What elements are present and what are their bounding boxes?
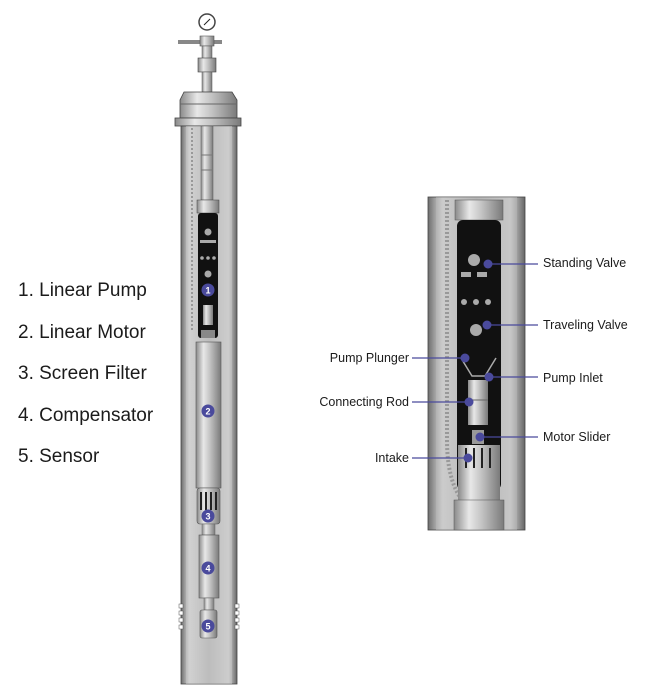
component-legend: 1. Linear Pump 2. Linear Motor 3. Screen… — [18, 277, 153, 485]
marker-3: 3 — [201, 509, 215, 523]
svg-text:3: 3 — [205, 512, 210, 522]
component-markers: 1 2 3 4 5 — [201, 283, 215, 633]
label-pump-plunger: Pump Plunger — [329, 351, 409, 365]
tubing-string — [200, 125, 214, 201]
label-standing-valve: Standing Valve — [543, 256, 627, 270]
label-traveling-valve: Traveling Valve — [543, 318, 628, 332]
svg-text:5: 5 — [205, 622, 210, 632]
legend-item-linear-motor: 2. Linear Motor — [18, 321, 146, 343]
label-connecting-rod: Connecting Rod — [319, 395, 409, 409]
svg-text:4: 4 — [205, 564, 210, 574]
marker-1: 1 — [201, 283, 215, 297]
marker-5: 5 — [201, 619, 215, 633]
label-motor-slider: Motor Slider — [543, 430, 611, 444]
wellhead — [174, 91, 242, 127]
full-assembly: 1 2 3 4 5 — [174, 13, 242, 685]
label-pump-inlet: Pump Inlet — [543, 371, 603, 385]
traveling-valve-marker — [482, 320, 492, 330]
linear-pump — [196, 199, 220, 338]
legend-item-linear-pump: 1. Linear Pump — [18, 280, 147, 301]
svg-text:2: 2 — [205, 407, 210, 417]
marker-4: 4 — [201, 561, 215, 575]
pump-plunger-marker — [460, 353, 470, 363]
legend-item-compensator: 4. Compensator — [18, 404, 154, 426]
standing-valve-marker — [483, 259, 493, 269]
connecting-rod-marker — [464, 397, 474, 407]
legend-item-sensor: 5. Sensor — [18, 446, 100, 467]
intake-marker — [463, 453, 473, 463]
legend-item-screen-filter: 3. Screen Filter — [18, 363, 147, 384]
callout-dots — [460, 259, 494, 463]
motor-slider-marker — [475, 432, 485, 442]
marker-2: 2 — [201, 404, 215, 418]
label-intake: Intake — [374, 451, 409, 465]
svg-text:1: 1 — [205, 286, 210, 296]
pump-detail — [412, 196, 538, 531]
callout-lines — [412, 263, 538, 459]
pump-inlet-marker — [484, 372, 494, 382]
pressure-gauge-icon — [178, 13, 222, 93]
